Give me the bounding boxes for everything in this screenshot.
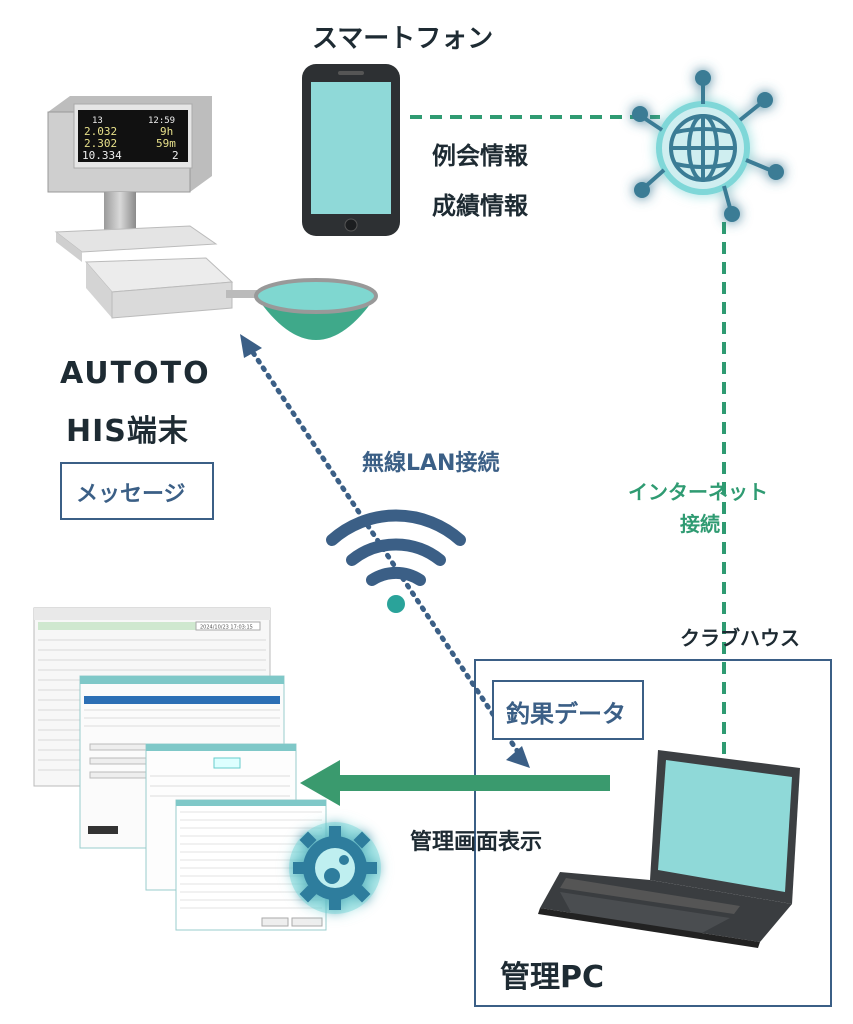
smartphone-title: スマートフォン xyxy=(312,24,494,54)
management-screenshots: 2024/10/23 17:03:15 xyxy=(33,607,327,931)
arrow-to-pc xyxy=(506,746,530,768)
internet-connection-lines xyxy=(410,115,726,760)
display-row4-right: 2 xyxy=(172,149,179,162)
his-terminal-illustration xyxy=(47,96,378,340)
display-row4-left: 10.334 xyxy=(82,149,122,162)
globe-network-icon xyxy=(632,70,784,222)
screenshot-datetime: 2024/10/23 17:03:15 xyxy=(200,625,253,631)
display-row1-left: 13 xyxy=(92,116,103,126)
internet-label-line2: 接続 xyxy=(680,512,720,536)
arrow-to-terminal xyxy=(240,334,262,358)
management-pc-label: 管理PC xyxy=(500,960,605,995)
catch-data-label: 釣果データ xyxy=(506,700,626,728)
display-row3-right: 59m xyxy=(156,137,176,150)
catch-data-box: 釣果データ xyxy=(492,680,644,740)
meeting-info-label: 例会情報 xyxy=(432,142,528,170)
clubhouse-box xyxy=(474,659,832,1007)
clubhouse-label: クラブハウス xyxy=(680,626,800,650)
display-row1-right: 12:59 xyxy=(148,116,175,126)
wifi-icon xyxy=(326,509,466,613)
management-display-arrow xyxy=(300,760,610,806)
message-box: メッセージ xyxy=(60,462,214,520)
smartphone-icon xyxy=(302,64,400,236)
terminal-display: 13 12:59 2.032 9h 2.302 59m 10.334 2 xyxy=(82,116,179,162)
message-label: メッセージ xyxy=(76,482,186,507)
gear-icon xyxy=(289,822,381,914)
results-info-label: 成績情報 xyxy=(432,192,528,220)
laptop-icon xyxy=(538,750,800,948)
internet-label-line1: インターネット xyxy=(628,480,768,504)
display-row3-left: 2.302 xyxy=(84,137,117,150)
management-display-label: 管理画面表示 xyxy=(410,830,543,855)
terminal-name-line1: AUTOTO xyxy=(60,356,211,391)
wireless-label: 無線LAN接続 xyxy=(362,451,500,476)
display-row2-right: 9h xyxy=(160,125,173,138)
terminal-name-line2: HIS端末 xyxy=(66,414,189,449)
display-row2-left: 2.032 xyxy=(84,125,117,138)
